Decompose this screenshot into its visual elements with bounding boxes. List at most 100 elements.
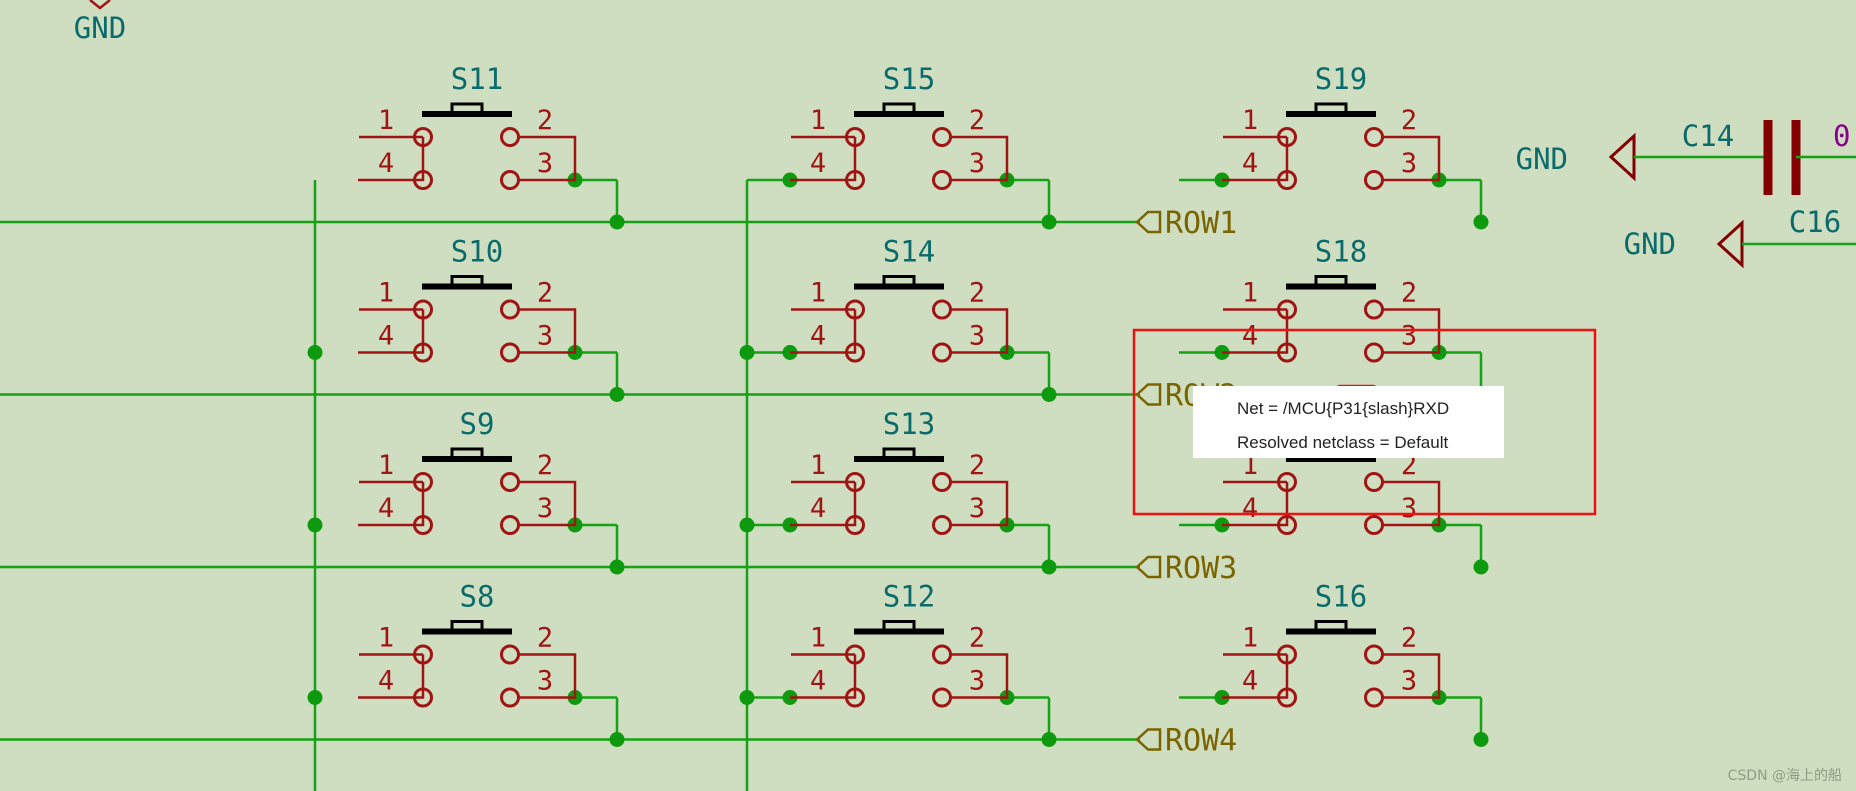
capacitor-value: 0.1 (1833, 119, 1856, 153)
switch-pin (500, 170, 520, 190)
switch-pin (845, 127, 865, 147)
pin-number: 3 (537, 148, 553, 179)
switch-pin (1364, 342, 1384, 363)
switch-reference: S10 (451, 235, 503, 269)
pin-number: 4 (1242, 666, 1258, 697)
pin-number: 3 (969, 148, 985, 179)
pin-number: 3 (969, 666, 985, 697)
pin-number: 1 (810, 623, 826, 654)
switch-actuator-top (1314, 275, 1348, 287)
junction-dot (609, 214, 625, 230)
switch-actuator-top (882, 275, 916, 287)
pin-number: 1 (1242, 105, 1258, 136)
switch-pin-link (1222, 308, 1289, 354)
switch-pin-link (358, 653, 425, 699)
switch-pin-link (519, 308, 577, 354)
junction-dot (1041, 732, 1057, 747)
junction-dot (609, 387, 625, 402)
switch-pin-link (358, 480, 425, 527)
switch-pin (845, 687, 865, 708)
junction-dot (1473, 559, 1489, 575)
junction-dot (1041, 559, 1057, 575)
net-label-flag (1135, 383, 1162, 406)
switch-reference: S19 (1315, 62, 1367, 96)
pin-number: 2 (1401, 278, 1417, 309)
pin-number: 4 (1242, 148, 1258, 179)
switch-pin (413, 644, 433, 665)
switch-pin (932, 644, 952, 665)
pin-number: 4 (1242, 321, 1258, 352)
net-label-text: ROW3 (1165, 551, 1237, 586)
switch-pin-link (358, 308, 425, 354)
pin-number: 4 (810, 148, 826, 179)
gnd-flag (1608, 132, 1636, 182)
pin-number: 2 (969, 105, 985, 136)
junction-dot (1041, 387, 1057, 402)
switch-pin (413, 127, 433, 147)
junction-dot (609, 732, 625, 747)
switch-pin-link (1383, 135, 1441, 182)
switch-pin (1364, 515, 1384, 535)
switch-pin-link (1222, 653, 1289, 699)
switch-pin-link (951, 135, 1009, 182)
switch-pin (932, 127, 952, 147)
pin-number: 4 (378, 321, 394, 352)
row-net-label: ROW3 (1135, 551, 1237, 586)
switch-pin (413, 299, 433, 320)
switch-actuator-top (1314, 102, 1348, 114)
pin-number: 2 (537, 450, 553, 481)
junction-dot (609, 559, 625, 575)
switch-actuator-top (450, 447, 484, 459)
switch-pin (500, 472, 520, 492)
switch-pin (413, 687, 433, 708)
switch-pin (1277, 170, 1297, 190)
switch-pin (845, 515, 865, 535)
pin-number: 4 (378, 493, 394, 524)
switch-pin (1364, 687, 1384, 708)
pin-number: 2 (969, 623, 985, 654)
pin-number: 3 (1401, 321, 1417, 352)
switch-pin-link (1222, 480, 1289, 527)
switch-pin (1277, 472, 1297, 492)
switch-pin (1364, 644, 1384, 665)
pin-number: 1 (378, 450, 394, 481)
tooltip-netclass-line: Resolved netclass = Default (1237, 433, 1449, 452)
switch-reference: S11 (451, 62, 503, 96)
pin-number: 1 (378, 105, 394, 136)
highlight-box (1132, 328, 1597, 516)
switch-pin (500, 515, 520, 535)
switch-actuator-top (882, 102, 916, 114)
tooltip-net-line: Net = /MCU{P31{slash}RXD (1237, 399, 1450, 418)
switch-pin (932, 687, 952, 708)
pin-number: 4 (810, 321, 826, 352)
switch-reference: S13 (883, 407, 935, 441)
switch-reference: S16 (1315, 580, 1367, 614)
junction-dot (307, 690, 323, 705)
switch-pin-link (790, 480, 857, 527)
pin-number: 4 (810, 493, 826, 524)
pin-number: 3 (537, 493, 553, 524)
switch-reference: S14 (883, 235, 935, 269)
switch-pin-link (1222, 135, 1289, 182)
junction-dot (1041, 214, 1057, 230)
switch-pin (1364, 299, 1384, 320)
switch-pin (1364, 472, 1384, 492)
pin-number: 2 (537, 278, 553, 309)
switch-pin (845, 342, 865, 363)
pin-number: 2 (1401, 105, 1417, 136)
switch-pin-link (1383, 653, 1441, 699)
capacitor-reference: C14 (1682, 119, 1734, 153)
capacitor-reference: C16 (1789, 205, 1841, 239)
switch-pin (1277, 687, 1297, 708)
switch-reference: S8 (460, 580, 495, 614)
pin-number: 4 (810, 666, 826, 697)
switch-actuator-top (450, 620, 484, 632)
